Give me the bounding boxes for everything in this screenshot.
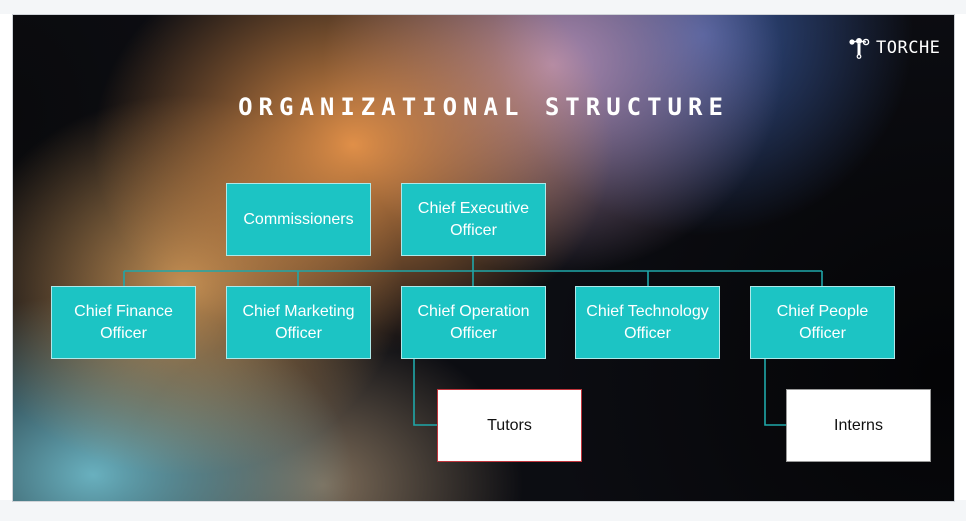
- logo: TORCHE: [848, 37, 940, 59]
- connector-lines: [123, 256, 823, 426]
- tutors-box: Tutors: [437, 389, 582, 462]
- cto-box: Chief Technology Officer: [575, 286, 720, 359]
- coo-tutors-connector: [413, 359, 437, 426]
- cpo-interns-connector: [764, 359, 786, 426]
- interns-box: Interns: [786, 389, 931, 462]
- coo-box: Chief Operation Officer: [401, 286, 546, 359]
- commissioners-box: Commissioners: [226, 183, 371, 256]
- page-title: ORGANIZATIONAL STRUCTURE: [238, 93, 729, 121]
- torche-logo-icon: [849, 38, 870, 59]
- page-band-bottom: [0, 500, 966, 521]
- cpo-box: Chief People Officer: [750, 286, 895, 359]
- page-band-top: [0, 0, 966, 14]
- cmo-box: Chief Marketing Officer: [226, 286, 371, 359]
- cfo-box: Chief Finance Officer: [51, 286, 196, 359]
- ceo-box: Chief Executive Officer: [401, 183, 546, 256]
- logo-text: TORCHE: [876, 38, 941, 58]
- slide: TORCHE ORGANIZATIONAL STRUCTURE Commissi…: [12, 14, 955, 502]
